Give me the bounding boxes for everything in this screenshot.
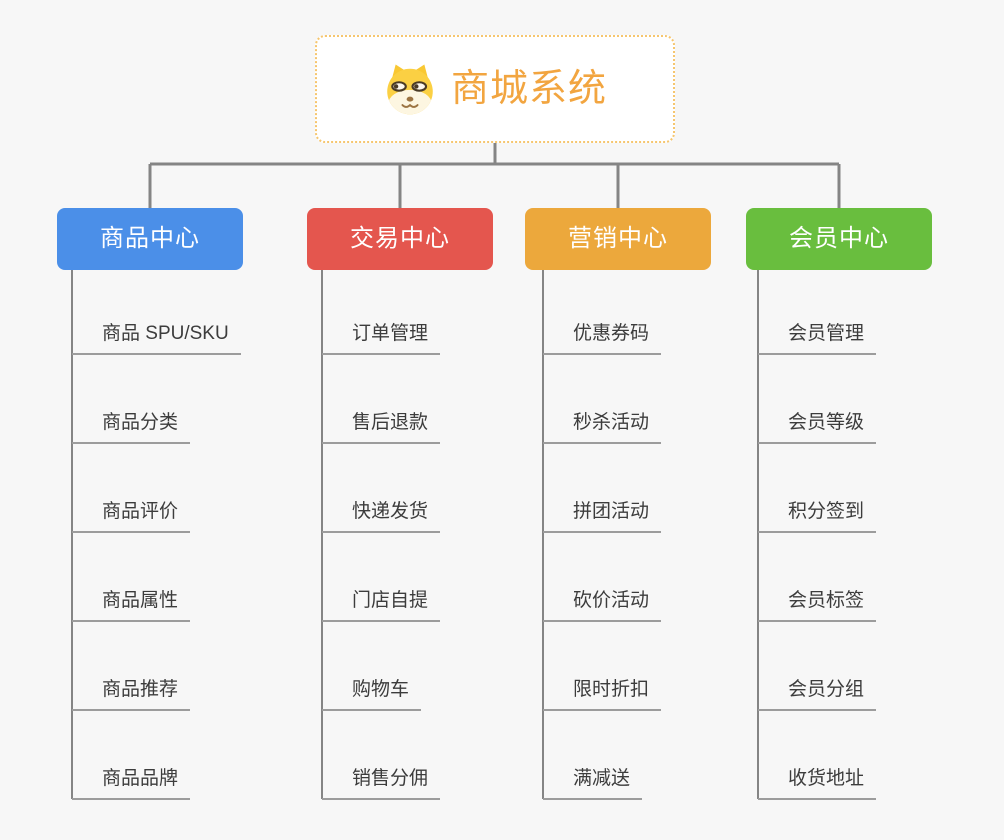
leaf-node[interactable]: 满减送 (543, 767, 643, 800)
leaf-node[interactable]: 购物车 (322, 678, 422, 711)
branch-label: 会员中心 (789, 225, 889, 252)
leaf-node[interactable]: 拼团活动 (543, 500, 662, 533)
leaf-node[interactable]: 会员分组 (758, 678, 877, 711)
leaf-node[interactable]: 售后退款 (322, 411, 441, 444)
leaf-node[interactable]: 订单管理 (322, 322, 441, 355)
leaf-node[interactable]: 商品属性 (72, 589, 191, 622)
branch-label: 营销中心 (568, 225, 668, 252)
branch-node-0[interactable]: 商品中心 (57, 208, 243, 270)
leaf-node[interactable]: 商品评价 (72, 500, 191, 533)
root-node[interactable]: 商城系统 (315, 35, 675, 143)
leaf-node[interactable]: 秒杀活动 (543, 411, 662, 444)
leaf-node[interactable]: 快递发货 (322, 500, 441, 533)
leaf-node[interactable]: 商品推荐 (72, 678, 191, 711)
leaf-node[interactable]: 积分签到 (758, 500, 877, 533)
leaf-node[interactable]: 优惠券码 (543, 322, 662, 355)
branch-node-2[interactable]: 营销中心 (525, 208, 711, 270)
branch-label: 交易中心 (350, 225, 450, 252)
leaf-node[interactable]: 会员管理 (758, 322, 877, 355)
leaf-node[interactable]: 会员等级 (758, 411, 877, 444)
root-title: 商城系统 (450, 68, 607, 110)
leaf-node[interactable]: 商品 SPU/SKU (72, 322, 241, 355)
leaf-node[interactable]: 会员标签 (758, 589, 877, 622)
branch-node-1[interactable]: 交易中心 (307, 208, 493, 270)
leaf-node[interactable]: 销售分佣 (322, 767, 441, 800)
leaf-node[interactable]: 砍价活动 (543, 589, 662, 622)
leaf-node[interactable]: 商品分类 (72, 411, 191, 444)
leaf-node[interactable]: 限时折扣 (543, 678, 662, 711)
branch-node-3[interactable]: 会员中心 (746, 208, 932, 270)
dog-face-icon (383, 62, 437, 116)
leaf-node[interactable]: 门店自提 (322, 589, 441, 622)
branch-label: 商品中心 (100, 225, 200, 252)
leaf-node[interactable]: 收货地址 (758, 767, 877, 800)
leaf-node[interactable]: 商品品牌 (72, 767, 191, 800)
